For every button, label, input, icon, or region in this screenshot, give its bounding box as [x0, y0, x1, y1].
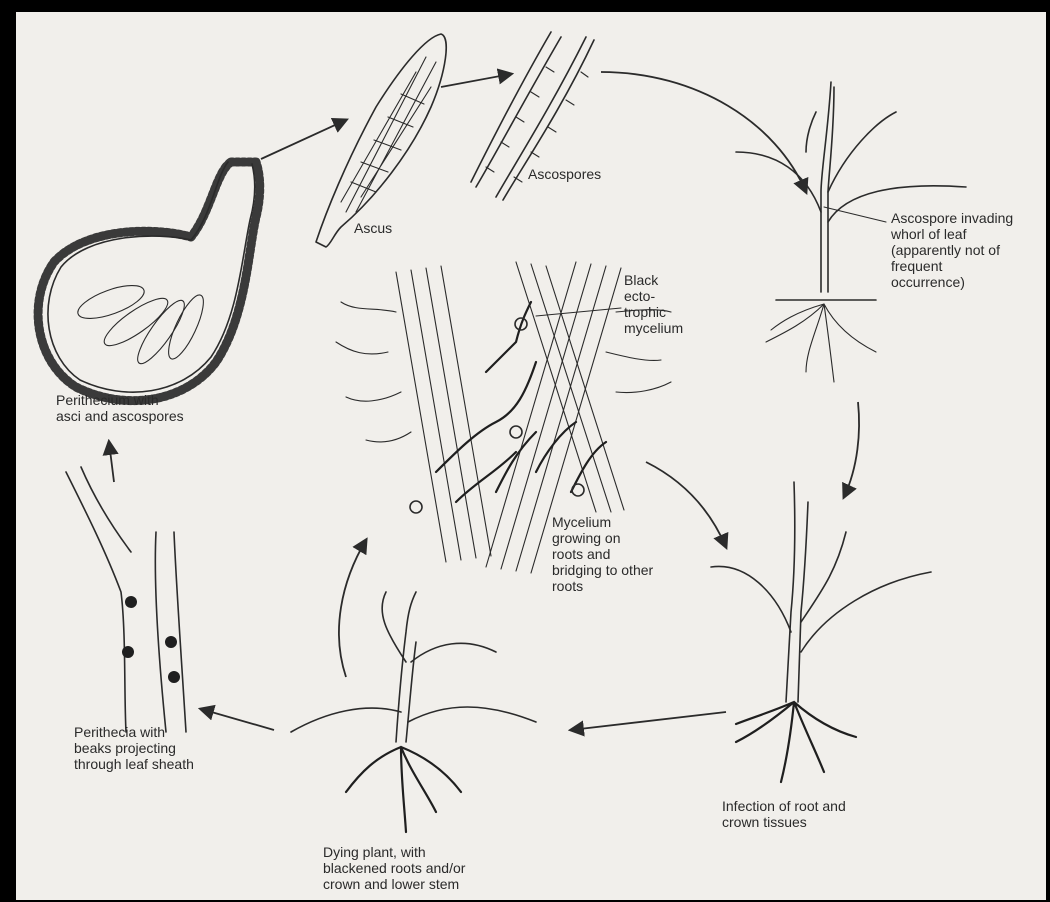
label-ascus: Ascus	[354, 220, 392, 236]
label-perithecium: Perithecium with asci and ascospores	[56, 392, 184, 424]
label-ascospores: Ascospores	[528, 166, 601, 182]
diagram-canvas: Ascus Ascospores Ascospore invading whor…	[16, 12, 1046, 900]
label-perithecia-beaks: Perithecia with beaks projecting through…	[74, 724, 194, 772]
infected-plant-drawing	[711, 482, 931, 782]
label-dying-plant: Dying plant, with blackened roots and/or…	[323, 844, 465, 892]
label-black-mycelium: Black ecto- trophic mycelium	[624, 272, 683, 336]
dying-plant-drawing	[291, 592, 536, 832]
perithecium-drawing	[38, 162, 260, 401]
label-ascospore-invading: Ascospore invading whorl of leaf (appare…	[891, 210, 1013, 290]
leaf-sheath-drawing	[66, 467, 186, 732]
label-infection: Infection of root and crown tissues	[722, 798, 846, 830]
ascus-drawing	[316, 34, 446, 247]
label-mycelium-growing: Mycelium growing on roots and bridging t…	[552, 514, 653, 594]
